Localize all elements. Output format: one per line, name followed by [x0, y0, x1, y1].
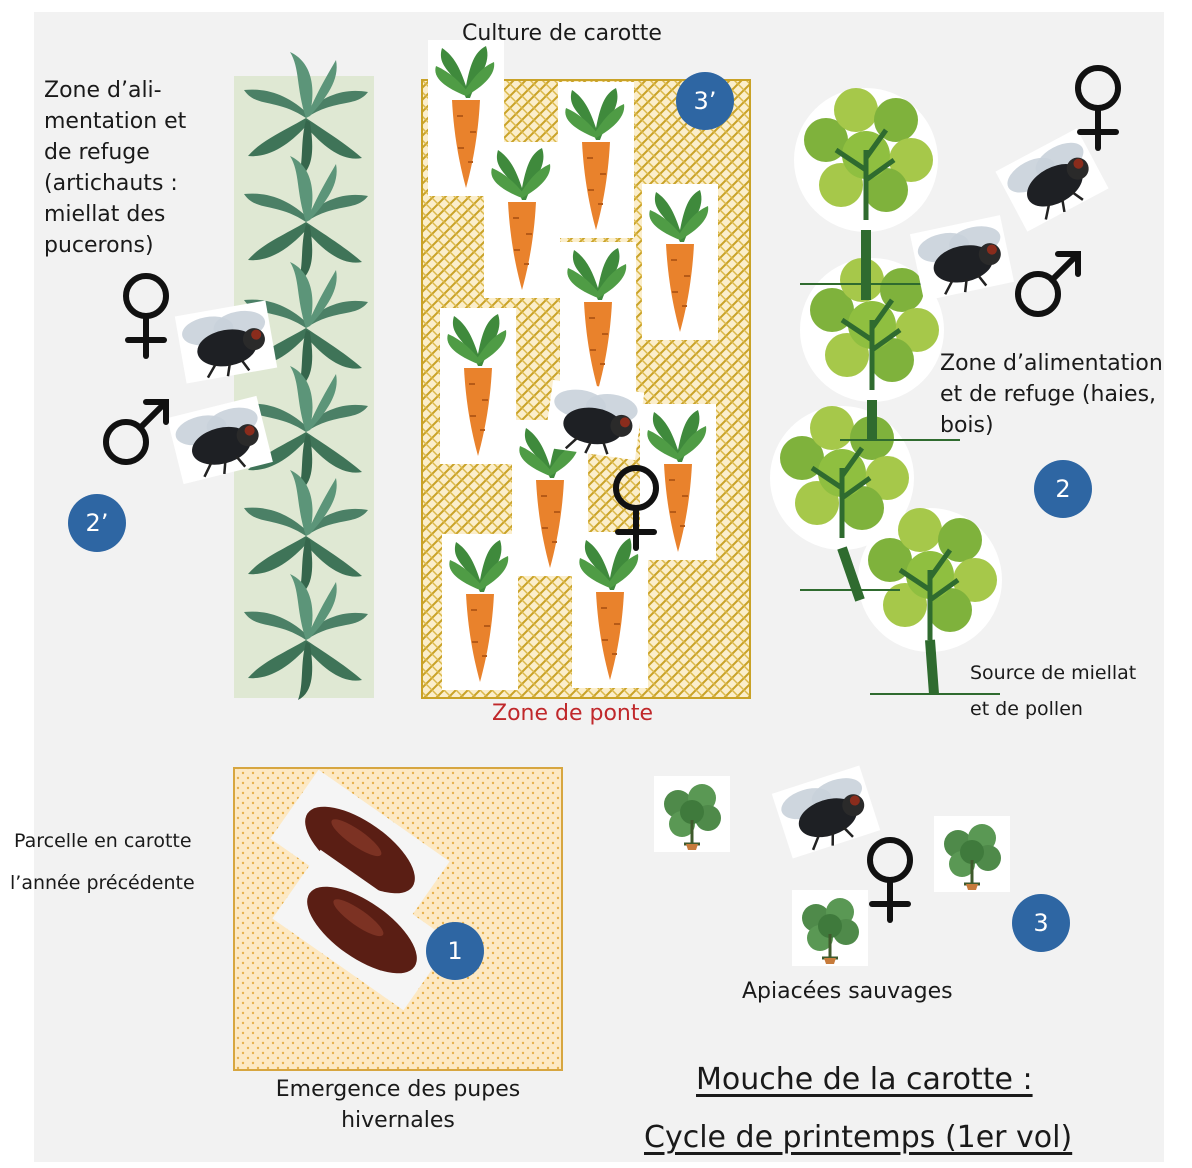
- carrot-icon: [484, 142, 560, 298]
- hedge-zone-label: Zone d’alimentation et de refuge (haies,…: [940, 348, 1190, 441]
- laying-zone-label: Zone de ponte: [492, 698, 653, 729]
- female-symbol-icon: [1078, 68, 1118, 148]
- previous-plot-label-line1: Parcelle en carotte: [14, 828, 192, 854]
- wild-plant-icon: [792, 890, 868, 966]
- crop-label: Culture de carotte: [462, 18, 662, 49]
- emergence-label: Emergence des pupes hivernales: [234, 1074, 562, 1136]
- carrot-icon: [440, 308, 516, 464]
- carrot-icon: [442, 534, 518, 690]
- carrot-icon: [558, 82, 634, 238]
- male-symbol-icon: [1018, 254, 1078, 314]
- step-badge-3: 3: [1012, 894, 1070, 952]
- diagram-title-line2: Cycle de printemps (1er vol): [644, 1118, 1072, 1158]
- wild-apiaceae-label: Apiacées sauvages: [742, 976, 953, 1007]
- carrot-icon: [572, 532, 648, 688]
- nectar-label-line1: Source de miellat: [970, 660, 1136, 686]
- fly-icon: [544, 380, 645, 460]
- step-badge-3-prime: 3’: [676, 72, 734, 130]
- nectar-label-line2: et de pollen: [970, 696, 1083, 722]
- diagram-title-line1: Mouche de la carotte :: [696, 1060, 1033, 1100]
- male-symbol-icon: [106, 402, 166, 462]
- step-badge-2-prime: 2’: [68, 494, 126, 552]
- carrot-icon: [642, 184, 718, 340]
- previous-plot-label-line2: l’année précédente: [10, 870, 195, 896]
- fly-icon: [772, 765, 881, 858]
- carrot-icon: [640, 404, 716, 560]
- fly-icon: [995, 128, 1108, 231]
- carrot-icon: [560, 242, 636, 398]
- step-badge-2: 2: [1034, 460, 1092, 518]
- female-symbol-icon: [126, 276, 166, 356]
- wild-plant-icon: [934, 816, 1010, 892]
- artichoke-zone-label: Zone d’ali- mentation et de refuge (arti…: [44, 75, 224, 261]
- female-symbol-icon: [870, 840, 910, 920]
- step-badge-1: 1: [426, 922, 484, 980]
- fly-icon: [910, 215, 1014, 301]
- wild-plant-icon: [654, 776, 730, 852]
